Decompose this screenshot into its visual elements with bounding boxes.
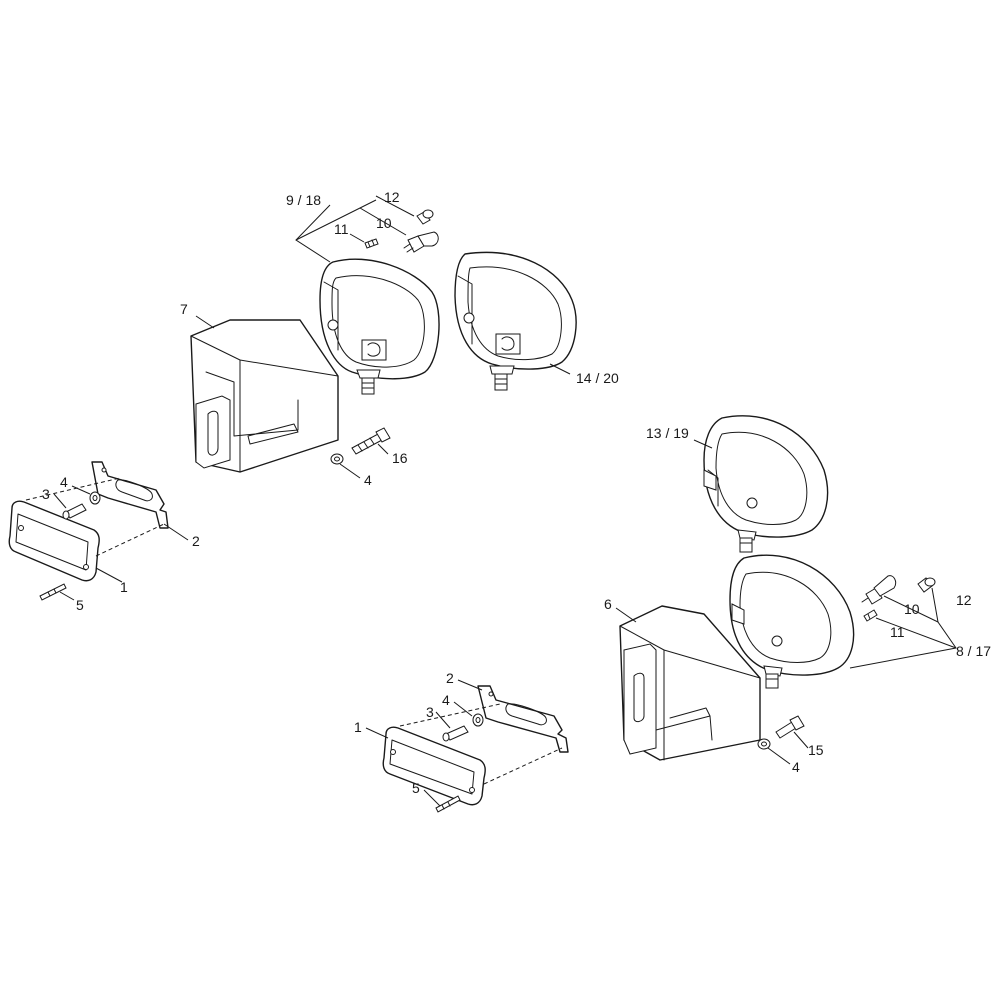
- work-lamp-9-18: [319, 258, 440, 395]
- callout-9-18: 9 / 18: [286, 192, 321, 208]
- washer-4-bracket6: [757, 738, 771, 750]
- leader-lines: [53, 195, 957, 807]
- callout-3-left: 3: [42, 486, 50, 502]
- callout-14-20: 14 / 20: [576, 370, 619, 386]
- bracket-2-left: [91, 461, 169, 529]
- callout-labels: 9 / 18 12 10 11 14 / 20 7 16 4 4 3 2 1 5…: [42, 189, 991, 796]
- callout-4-bracket6: 4: [792, 759, 800, 775]
- bracket-6: [619, 605, 761, 761]
- screw-3-left: [62, 503, 87, 520]
- work-lamp-13-19: [703, 415, 829, 553]
- callout-12-top: 12: [384, 189, 400, 205]
- connector-11-top: [364, 238, 379, 249]
- callout-11-top: 11: [334, 221, 349, 237]
- callout-5-left: 5: [76, 597, 84, 613]
- cap-12-top: [416, 209, 434, 225]
- work-lamp-8-17: [729, 554, 855, 689]
- bulb-10-right: [861, 575, 897, 605]
- callout-4-mid: 4: [442, 692, 450, 708]
- bulb-10-top: [403, 231, 439, 253]
- callout-5-mid: 5: [412, 780, 420, 796]
- screw-5-left: [39, 583, 67, 601]
- callout-3-mid: 3: [426, 704, 434, 720]
- marker-lamp-1-mid: [382, 726, 486, 806]
- screw-16: [351, 427, 391, 455]
- callout-13-19: 13 / 19: [646, 425, 689, 441]
- washer-4-bracket7: [330, 453, 344, 465]
- callout-11-right: 11: [890, 624, 905, 640]
- callout-7: 7: [180, 301, 188, 317]
- connector-11-right: [863, 609, 878, 622]
- bracket-2-mid: [477, 685, 569, 753]
- callout-1-left: 1: [120, 579, 128, 595]
- work-lamp-14-20: [454, 251, 577, 391]
- callout-16: 16: [392, 450, 408, 466]
- bracket-7: [190, 319, 339, 473]
- washer-4-left: [89, 491, 101, 505]
- callout-8-17: 8 / 17: [956, 643, 991, 659]
- callout-2-mid: 2: [446, 670, 454, 686]
- callout-4-bracket7: 4: [364, 472, 372, 488]
- cap-12-right: [917, 577, 936, 593]
- callout-10-top: 10: [376, 215, 392, 231]
- screw-3-mid: [442, 725, 469, 742]
- screw-15: [775, 715, 805, 739]
- callout-15: 15: [808, 742, 824, 758]
- callout-10-right: 10: [904, 601, 920, 617]
- callout-2-left: 2: [192, 533, 200, 549]
- marker-lamp-1-left: [8, 500, 100, 582]
- callout-4-left: 4: [60, 474, 68, 490]
- callout-12-right: 12: [956, 592, 972, 608]
- callout-1-mid: 1: [354, 719, 362, 735]
- callout-6: 6: [604, 596, 612, 612]
- screw-5-mid: [435, 795, 461, 813]
- washer-4-mid: [472, 713, 484, 727]
